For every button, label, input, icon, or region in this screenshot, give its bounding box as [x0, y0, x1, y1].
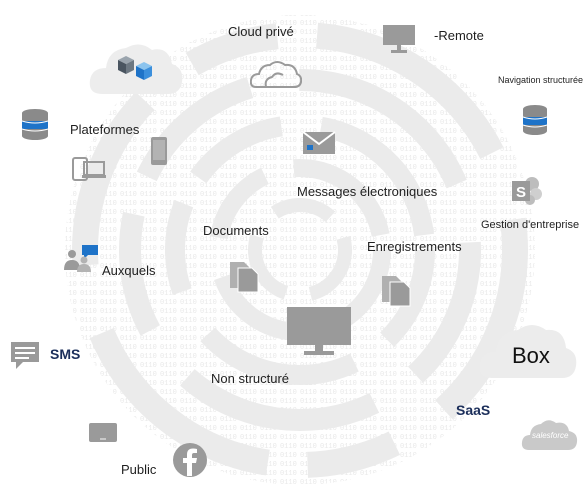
- center-monitor-icon: [287, 307, 351, 355]
- documents-icon: [230, 262, 259, 293]
- label-sms: SMS: [50, 346, 81, 362]
- devices-icon: [72, 157, 106, 181]
- label-box: Box: [512, 343, 550, 368]
- label-documents: Documents: [203, 223, 269, 238]
- tablet-icon: [89, 423, 117, 442]
- database-icon-left: [21, 109, 49, 140]
- label-non-structure: Non structuré: [211, 371, 290, 386]
- box-cloud: [479, 325, 577, 378]
- email-icon: [302, 131, 336, 154]
- mobile-phone-icon: [151, 137, 167, 165]
- svg-text:S: S: [516, 184, 526, 201]
- private-cloud-icon: [89, 44, 183, 94]
- salesforce-icon: [521, 420, 578, 450]
- database-icon-right: [522, 105, 548, 135]
- sharepoint-icon: S: [512, 177, 542, 205]
- label-gestion: Gestion d'entreprise: [481, 219, 580, 231]
- label-saas: SaaS: [456, 402, 491, 418]
- label-plateformes: Plateformes: [70, 122, 140, 137]
- label-remote: -Remote: [434, 28, 484, 43]
- remote-monitor-icon: [383, 25, 415, 53]
- label-auxquels: Auxquels: [102, 263, 156, 278]
- label-navigation: Navigation structurée: [498, 75, 584, 85]
- records-icon: [382, 276, 411, 307]
- label-enregistrements: Enregistrements: [367, 239, 462, 254]
- cloud-sync-icon: [250, 61, 302, 88]
- label-cloud-prive: Cloud privé: [228, 24, 294, 39]
- sms-icon: [11, 342, 39, 369]
- facebook-icon: [173, 443, 207, 477]
- people-chat-icon: [64, 245, 98, 272]
- label-salesforce: salesforce: [532, 431, 569, 440]
- label-public: Public: [121, 462, 157, 477]
- label-messages: Messages électroniques: [297, 184, 438, 199]
